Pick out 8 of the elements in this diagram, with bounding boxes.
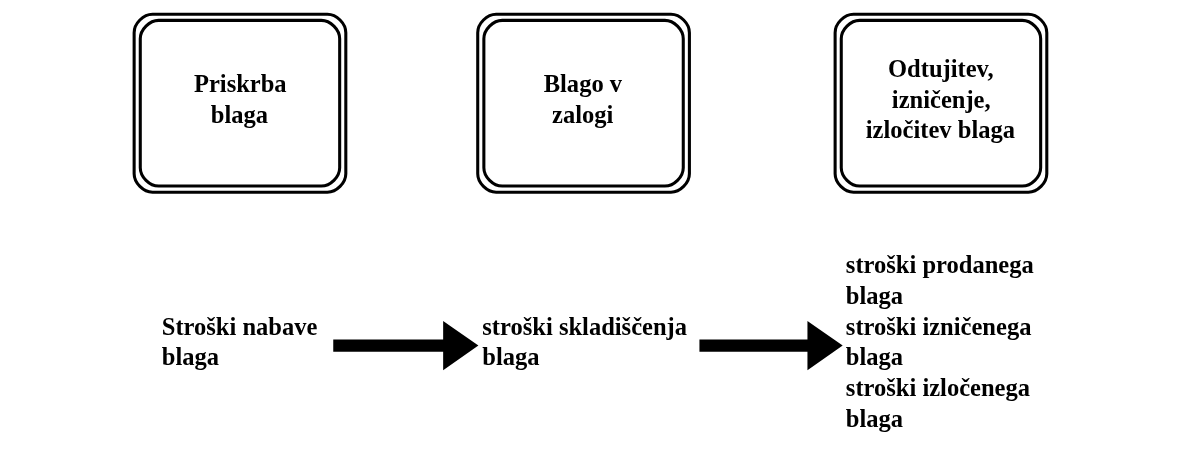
- node-text: stroški skladiščenja blaga: [481, 312, 687, 371]
- node-text: Stroški nabave blaga: [161, 312, 317, 371]
- node-box: Priskrba blaga: [132, 12, 347, 194]
- arrow: [332, 320, 478, 371]
- node-box: Odtujitev, izničenje, izločitev blaga: [833, 12, 1048, 194]
- arrow: [698, 320, 843, 371]
- node-text: stroški prodanega blaga stroški izničenega blaga stroški izločenega blaga: [845, 251, 1034, 432]
- node-box: Blago v zalogi: [475, 12, 691, 194]
